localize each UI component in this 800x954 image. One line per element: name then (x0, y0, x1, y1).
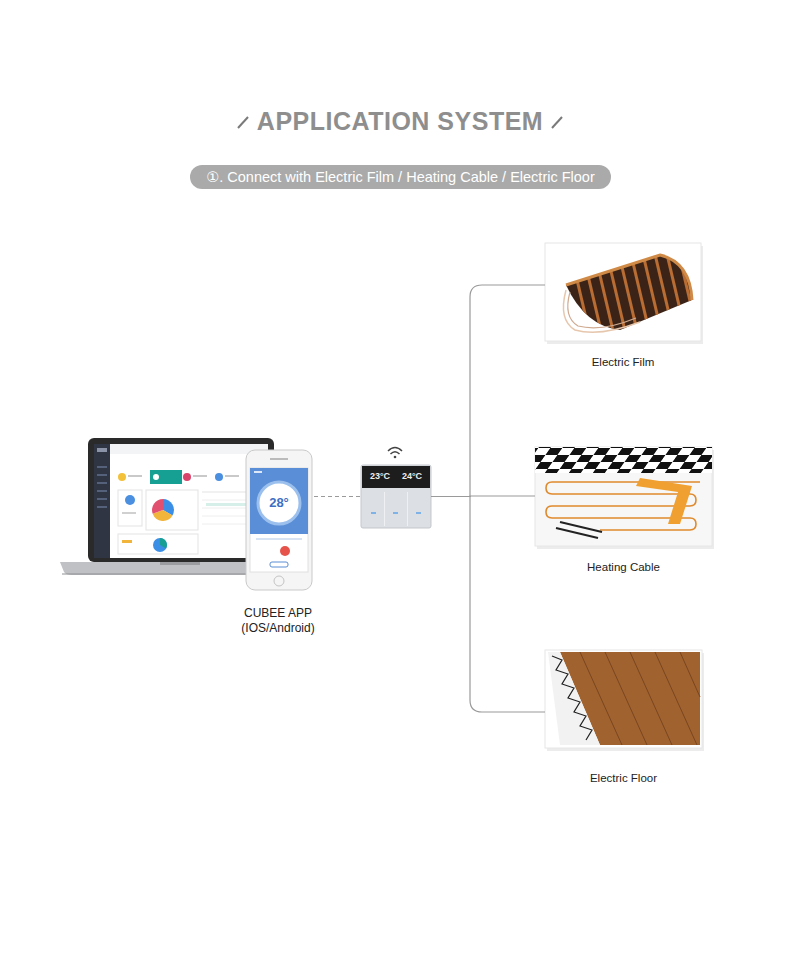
laptop-illustration-part (152, 499, 163, 514)
laptop-illustration-part (146, 490, 198, 530)
laptop-illustration-part (215, 473, 223, 481)
laptop-illustration-part (225, 475, 239, 477)
laptop-illustration-part (94, 444, 268, 558)
title-slashes-part (238, 117, 248, 128)
laptop-illustration-part (94, 444, 110, 558)
node-text: CUBEE APP (IOS/Android) (228, 606, 328, 636)
title-slashes-part (552, 117, 562, 128)
electric-floor-picture-part (680, 652, 700, 697)
thermostat-illustration-part (384, 492, 385, 526)
card-caption: Heating Cable (535, 560, 712, 574)
laptop-illustration-part (153, 538, 167, 552)
phone-illustration-part (250, 468, 308, 572)
electric-film-picture-part-part (582, 250, 602, 335)
card-caption: Electric Floor (545, 771, 702, 785)
thermostat-illustration (361, 448, 431, 529)
electric-floor-picture-part (605, 652, 647, 745)
connector (431, 285, 545, 497)
laptop-illustration-part (128, 475, 142, 477)
laptop-illustration-part (160, 562, 200, 565)
electric-film-picture-part-part (654, 250, 674, 335)
laptop-illustration-part (97, 490, 107, 492)
electric-film-picture-part-part (642, 250, 662, 335)
heating-cable-picture-part (535, 447, 712, 546)
phone-illustration-part (280, 546, 290, 556)
laptop-illustration-part (125, 495, 135, 505)
node-text: 23°C (365, 471, 395, 482)
node-text: 24°C (397, 471, 427, 482)
phone-illustration-part (250, 468, 308, 534)
electric-film-picture (545, 243, 703, 344)
laptop-illustration-part (118, 490, 142, 526)
laptop-illustration-part (97, 474, 107, 476)
laptop-illustration-part (150, 470, 182, 484)
phone-illustration-part (254, 471, 262, 473)
electric-floor-picture-part (655, 652, 697, 745)
laptop-illustration-part (118, 534, 198, 554)
card-caption: Electric Film (545, 355, 701, 369)
app-group: CUBEE APP (IOS/Android) (58, 436, 314, 640)
electric-floor-picture-part (547, 653, 704, 751)
laptop-illustration-part (97, 448, 107, 452)
phone-illustration-part (270, 562, 288, 567)
electric-film-picture-part-part (594, 250, 614, 335)
laptop-illustration-part (97, 506, 107, 508)
electric-floor-picture-part (548, 652, 600, 745)
laptop-illustration-part (160, 538, 167, 549)
subtitle-banner: ①. Connect with Electric Film / Heating … (190, 165, 611, 189)
laptop-illustration-part (118, 473, 126, 481)
thermostat: 23°C24°C (361, 465, 431, 528)
thermostat-illustration-part (393, 512, 398, 514)
product-card: Electric Film (545, 243, 701, 373)
electric-film-picture-part (545, 243, 701, 341)
thermostat-illustration-part (407, 492, 408, 526)
electric-film-picture-part (566, 255, 692, 300)
thermostat-illustration-part (416, 512, 421, 514)
laptop-illustration-part (193, 475, 207, 477)
laptop-illustration-part (97, 498, 107, 500)
laptop-illustration-part (110, 444, 268, 454)
heating-cable-picture-part (556, 528, 598, 538)
phone-illustration-part (256, 538, 302, 540)
phone-illustration-part (246, 450, 312, 590)
screen-reading: 28° (259, 495, 299, 511)
electric-film-picture-part (563, 290, 640, 332)
phone-illustration-part (274, 576, 284, 586)
electric-film-picture-part-part (678, 250, 698, 335)
laptop-illustration-part (153, 474, 159, 480)
connector (431, 497, 545, 713)
page-title: APPLICATION SYSTEM (0, 106, 800, 136)
connector (314, 496, 361, 497)
electric-floor-picture (545, 650, 704, 751)
thermostat-illustration-part (394, 456, 397, 459)
product-card: Electric Floor (545, 650, 702, 789)
laptop-illustration-part (97, 482, 107, 484)
thermostat-illustration-part (371, 512, 376, 514)
thermostat-illustration-part (362, 466, 430, 488)
thermostat-illustration-part (361, 465, 431, 528)
phone-illustration (246, 450, 312, 590)
heating-cable-picture-part (636, 478, 692, 524)
heating-cable-picture (535, 447, 714, 549)
laptop-illustration-part (122, 540, 132, 543)
electric-floor-picture-part (552, 656, 592, 740)
thermostat-illustration-part (391, 452, 400, 454)
electric-film-picture-part (568, 292, 636, 328)
thermostat-illustration-part (388, 448, 402, 452)
banner-text: ①. Connect with Electric Film / Heating … (206, 165, 595, 189)
heating-cable-picture-part-part (535, 447, 712, 473)
product-card: Heating Cable (535, 447, 712, 578)
heating-cable-picture-part (535, 447, 712, 473)
electric-floor-picture-part (630, 652, 672, 745)
phone-illustration-part (270, 458, 288, 460)
laptop-illustration-part (122, 512, 136, 514)
phone-illustration-part (258, 482, 300, 524)
laptop-illustration-part (97, 466, 107, 468)
electric-floor-picture-part (545, 650, 702, 748)
laptop-illustration-part (183, 473, 191, 481)
laptop-illustration-part (206, 503, 246, 506)
